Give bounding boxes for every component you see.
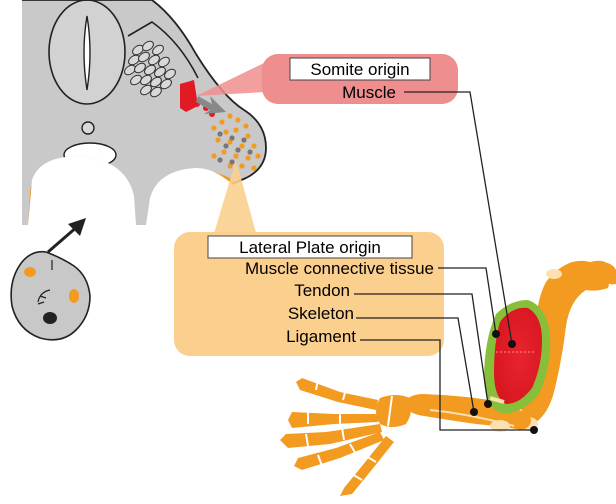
dot-skeleton — [470, 408, 478, 416]
embryo-eye — [43, 312, 57, 324]
whole-embryo — [11, 218, 90, 340]
hindlimb-bud — [69, 289, 79, 303]
digit-2 — [288, 412, 378, 428]
item-muscle-connective-tissue: Muscle connective tissue — [245, 259, 434, 278]
somite-item-muscle: Muscle — [342, 83, 396, 102]
dot-muscle — [508, 340, 516, 348]
dot-tendon — [484, 400, 492, 408]
item-tendon: Tendon — [294, 281, 350, 300]
item-ligament: Ligament — [286, 327, 356, 346]
leader-connective-tissue — [438, 268, 496, 334]
dot-connective-tissue — [492, 330, 500, 338]
carpals — [376, 395, 411, 427]
shoulder-cap — [546, 269, 562, 279]
forelimb-bud — [24, 267, 36, 277]
somite-title: Somite origin — [310, 60, 409, 79]
dot-ligament — [530, 426, 538, 434]
notochord — [82, 122, 94, 134]
left-body-wall — [32, 166, 130, 225]
item-skeleton: Skeleton — [288, 304, 354, 323]
lateral-plate-title: Lateral Plate origin — [239, 238, 381, 257]
aorta-oval — [64, 143, 116, 167]
neural-tube-lumen — [84, 16, 90, 90]
zoom-arrow — [48, 226, 78, 252]
somite-origin-box: Somite origin Muscle — [262, 54, 458, 104]
digit-1 — [296, 378, 378, 410]
